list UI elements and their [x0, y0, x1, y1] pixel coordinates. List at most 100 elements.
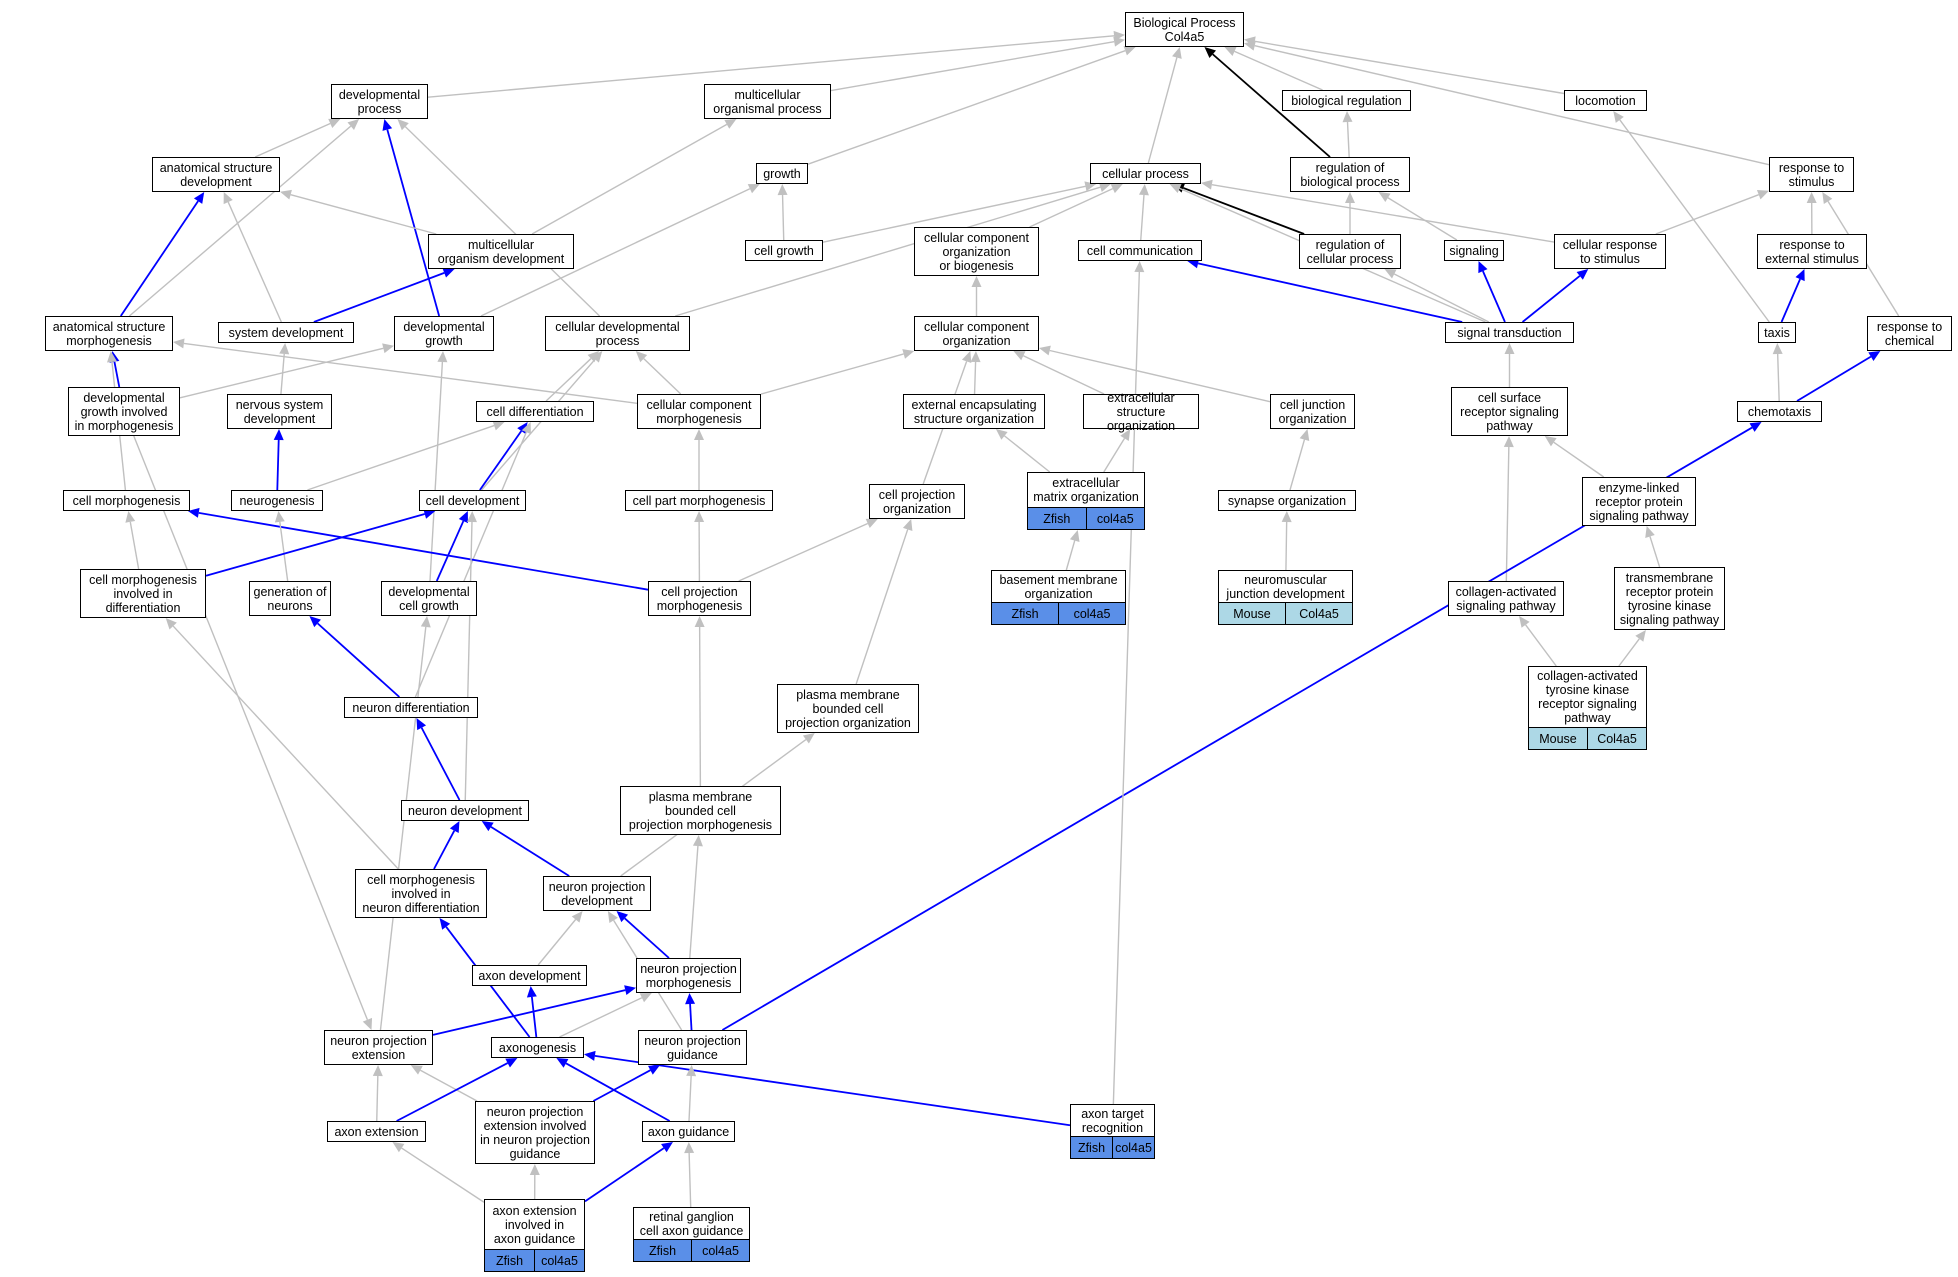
- node-neuron-projection-extension[interactable]: neuron projection extension: [324, 1030, 433, 1065]
- node-cell-junction-organization[interactable]: cell junction organization: [1270, 394, 1355, 429]
- node-cell-growth[interactable]: cell growth: [745, 240, 823, 261]
- node-cell-communication[interactable]: cell communication: [1078, 240, 1202, 261]
- edge-cell_resp_stim-to-cellular_process: [1211, 183, 1555, 243]
- node-anatomical-structure-morphogenesis[interactable]: anatomical structure morphogenesis: [45, 316, 173, 351]
- node-label: signaling: [1449, 243, 1499, 258]
- node-label: cellular component morphogenesis: [646, 397, 752, 426]
- node-axon-extension[interactable]: axon extension: [327, 1121, 426, 1142]
- node-plasma-membrane-bounded-cell-projection-organization[interactable]: plasma membrane bounded cell projection …: [777, 684, 919, 733]
- node-developmental-process[interactable]: developmental process: [331, 84, 428, 119]
- node-developmental-cell-growth[interactable]: developmental cell growth: [381, 581, 477, 616]
- node-multicellular-organismal-process[interactable]: multicellular organismal process: [704, 84, 831, 119]
- arrowhead: [556, 1058, 569, 1068]
- node-signaling[interactable]: signaling: [1444, 240, 1504, 261]
- node-multicellular-organism-development[interactable]: multicellular organism development: [428, 234, 574, 269]
- node-cell-morphogenesis-involved-in-neuron-differentiation[interactable]: cell morphogenesis involved in neuron di…: [355, 869, 487, 918]
- node-cell-development[interactable]: cell development: [419, 490, 526, 511]
- node-cell-part-morphogenesis[interactable]: cell part morphogenesis: [625, 490, 773, 511]
- arrowhead: [694, 511, 705, 523]
- node-label: generation of neurons: [253, 584, 327, 613]
- edge-cell_proj_morph-to-cell_proj_org: [738, 522, 868, 582]
- node-external-encapsulating-structure-organization[interactable]: external encapsulating structure organiz…: [903, 394, 1045, 429]
- arrowhead: [505, 1058, 518, 1068]
- node-regulation-of-cellular-process[interactable]: regulation of cellular process: [1299, 234, 1401, 269]
- arrowhead: [1613, 111, 1624, 123]
- edge-basement_membrane-to-ecm_org: [1065, 540, 1076, 571]
- node-label: cell part morphogenesis: [632, 493, 766, 508]
- node-cell-morphogenesis[interactable]: cell morphogenesis: [63, 490, 190, 511]
- node-transmembrane-receptor-protein-tyrosine-kinase-signaling-pathway[interactable]: transmembrane receptor protein tyrosine …: [1614, 567, 1725, 630]
- node-cell-surface-receptor-signaling-pathway[interactable]: cell surface receptor signaling pathway: [1451, 387, 1568, 436]
- node-signal-transduction[interactable]: signal transduction: [1445, 322, 1574, 343]
- node-cell-projection-morphogenesis[interactable]: cell projection morphogenesis: [648, 581, 751, 616]
- node-enzyme-linked-receptor-protein-signaling-pathway[interactable]: enzyme-linked receptor protein signaling…: [1582, 477, 1696, 526]
- node-neuron-differentiation[interactable]: neuron differentiation: [344, 697, 478, 718]
- edge-system_dev-to-multicell_org_dev: [313, 272, 445, 323]
- node-label: collagen-activated signaling pathway: [1455, 584, 1557, 613]
- node-cell-morphogenesis-involved-in-differentiation[interactable]: cell morphogenesis involved in different…: [80, 569, 206, 618]
- node-anatomical-structure-development[interactable]: anatomical structure development: [152, 157, 280, 192]
- node-axon-extension-involved-in-axon-guidance[interactable]: axon extension involved in axon guidance…: [484, 1199, 585, 1272]
- arrowhead: [1169, 183, 1182, 193]
- node-neuron-development[interactable]: neuron development: [401, 800, 529, 821]
- edge-chemotaxis-to-taxis: [1776, 353, 1780, 402]
- node-neuron-projection-morphogenesis[interactable]: neuron projection morphogenesis: [636, 958, 741, 993]
- node-cell-differentiation[interactable]: cell differentiation: [476, 401, 594, 422]
- node-system-development[interactable]: system development: [218, 322, 354, 343]
- node-biological-regulation[interactable]: biological regulation: [1282, 90, 1411, 111]
- node-biological-process[interactable]: Biological Process Col4a5: [1125, 12, 1244, 47]
- arrowhead: [1749, 422, 1762, 432]
- node-developmental-growth[interactable]: developmental growth: [394, 316, 494, 351]
- node-response-to-external-stimulus[interactable]: response to external stimulus: [1757, 234, 1867, 269]
- node-cellular-developmental-process[interactable]: cellular developmental process: [545, 316, 690, 351]
- edge-neuron_proj_guid-to-chemotaxis: [721, 426, 1753, 1031]
- node-axonogenesis[interactable]: axonogenesis: [491, 1037, 584, 1058]
- node-label: enzyme-linked receptor protein signaling…: [1589, 480, 1689, 523]
- node-neuron-projection-development[interactable]: neuron projection development: [543, 876, 651, 911]
- arrowhead: [193, 192, 205, 204]
- node-axon-development[interactable]: axon development: [472, 965, 587, 986]
- edge-axon_guidance-to-axonogenesis: [565, 1062, 671, 1122]
- node-regulation-of-biological-process[interactable]: regulation of biological process: [1290, 157, 1410, 192]
- node-generation-of-neurons[interactable]: generation of neurons: [249, 581, 331, 616]
- node-neuron-projection-extension-involved-in-guidance[interactable]: neuron projection extension involved in …: [475, 1101, 595, 1164]
- node-cellular-component-morphogenesis[interactable]: cellular component morphogenesis: [637, 394, 761, 429]
- node-cell-projection-organization[interactable]: cell projection organization: [869, 484, 965, 519]
- node-neuron-projection-guidance[interactable]: neuron projection guidance: [638, 1030, 747, 1065]
- edge-neuron_proj_morph-to-neuron_proj_dev: [624, 917, 670, 959]
- node-cellular-component-organization[interactable]: cellular component organization: [914, 316, 1039, 351]
- arrowhead: [639, 993, 652, 1003]
- node-cellular-response-to-stimulus[interactable]: cellular response to stimulus: [1554, 234, 1666, 269]
- arrowhead: [481, 821, 494, 832]
- node-extracellular-structure-organization[interactable]: extracellular structure organization: [1083, 391, 1199, 433]
- node-cellular-process[interactable]: cellular process: [1090, 163, 1201, 184]
- node-synapse-organization[interactable]: synapse organization: [1218, 490, 1356, 511]
- node-chemotaxis[interactable]: chemotaxis: [1737, 401, 1822, 422]
- edge-cell_development-to-cell_dev_process: [481, 358, 596, 491]
- node-collagen-activated-tyrosine-kinase-receptor-signaling-pathway[interactable]: collagen-activated tyrosine kinase recep…: [1528, 666, 1647, 750]
- node-locomotion[interactable]: locomotion: [1564, 90, 1647, 111]
- node-cellular-component-organization-or-biogenesis[interactable]: cellular component organization or bioge…: [914, 227, 1039, 276]
- node-axon-guidance[interactable]: axon guidance: [642, 1121, 735, 1142]
- node-response-to-chemical[interactable]: response to chemical: [1867, 316, 1952, 351]
- arrowhead: [865, 518, 878, 529]
- arrowhead: [187, 507, 200, 518]
- node-label: developmental cell growth: [388, 584, 470, 613]
- node-response-to-stimulus[interactable]: response to stimulus: [1769, 157, 1854, 192]
- node-nervous-system-development[interactable]: nervous system development: [227, 394, 332, 429]
- node-collagen-activated-signaling-pathway[interactable]: collagen-activated signaling pathway: [1448, 581, 1564, 616]
- node-taxis[interactable]: taxis: [1758, 322, 1796, 343]
- node-neurogenesis[interactable]: neurogenesis: [231, 490, 323, 511]
- node-developmental-growth-involved-in-morphogenesis[interactable]: developmental growth involved in morphog…: [68, 387, 180, 436]
- node-growth[interactable]: growth: [756, 163, 808, 184]
- edge-dev_growth-to-dev_process: [386, 129, 441, 317]
- node-plasma-membrane-bounded-cell-projection-morphogenesis[interactable]: plasma membrane bounded cell projection …: [620, 786, 781, 835]
- arrowhead: [971, 276, 982, 287]
